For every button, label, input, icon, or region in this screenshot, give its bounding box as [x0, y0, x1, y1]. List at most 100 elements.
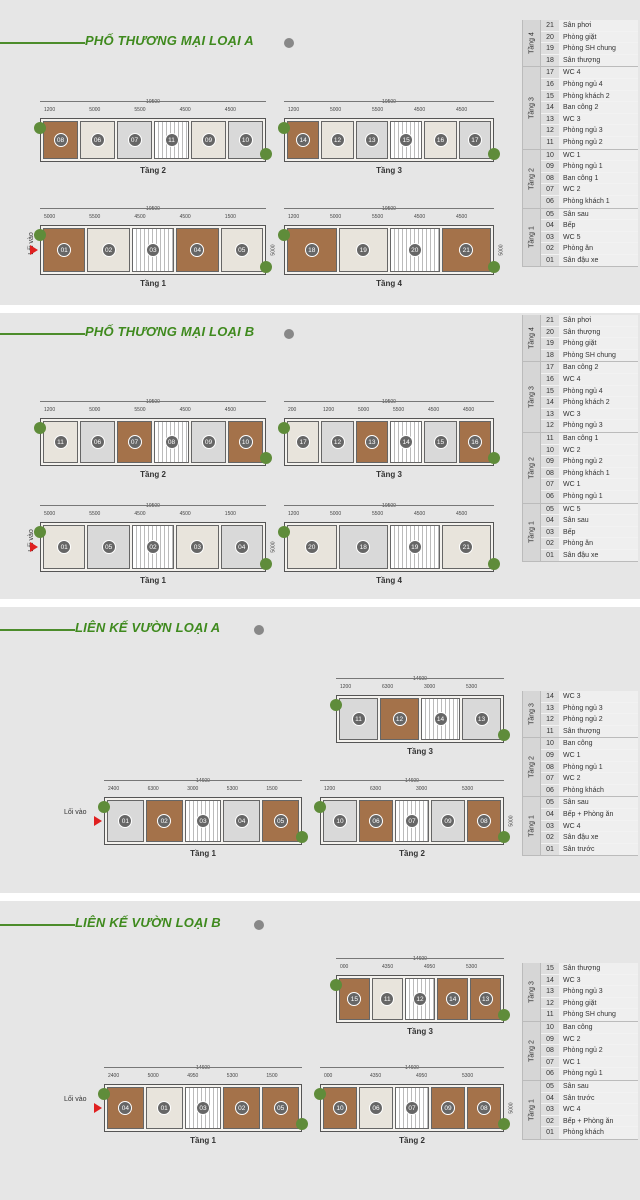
- entry-arrow-icon: [94, 1103, 102, 1113]
- dimension-value: 5500: [393, 407, 405, 413]
- dimension-total: 19500: [382, 206, 396, 212]
- dimension-total: 19500: [382, 99, 396, 105]
- dimension-total: 19500: [146, 99, 160, 105]
- legend-number: 11: [541, 725, 559, 738]
- floor-label: Tầng 3: [376, 166, 402, 175]
- dimension-value: 4500: [179, 107, 191, 113]
- dimension-total: 14600: [405, 1065, 419, 1071]
- floor-label: Tầng 2: [399, 849, 425, 858]
- room-number: 13: [364, 133, 379, 147]
- tree-icon: [488, 558, 500, 570]
- legend-number: 10: [541, 738, 559, 749]
- legend-room-name: WC 2: [559, 1033, 638, 1045]
- dimension-total: 19500: [382, 399, 396, 405]
- room: [339, 978, 370, 1020]
- entry-arrow-icon: [30, 245, 38, 255]
- legend-number: 07: [541, 1056, 559, 1068]
- dimension-value: 5000: [330, 511, 342, 517]
- floor-label: Tầng 4: [376, 279, 402, 288]
- dimension-value: 5500: [372, 214, 384, 220]
- legend-floor-label: Tầng 2: [528, 1040, 535, 1062]
- room-number: 05: [273, 814, 288, 828]
- tree-icon: [330, 699, 342, 711]
- dimension-value: 4950: [416, 1073, 428, 1079]
- legend-floor-label: Tầng 3: [528, 703, 535, 726]
- dimension-value: 5000: [89, 407, 101, 413]
- tree-icon: [260, 148, 272, 160]
- room-number: 01: [118, 814, 133, 828]
- room-number: 03: [196, 814, 210, 828]
- dimension-value: 1200: [323, 407, 335, 413]
- legend-room-name: Phòng giặt: [559, 31, 638, 43]
- legend-floor-label: Tầng 1: [528, 815, 535, 838]
- legend-room-name: Ban công 2: [559, 102, 638, 113]
- tree-icon: [498, 1009, 510, 1021]
- tree-icon: [278, 422, 290, 434]
- legend-room-name: Phòng ngủ 3: [559, 702, 638, 714]
- legend-room-name: WC 3: [559, 408, 638, 420]
- legend-floor-label: Tầng 1: [528, 1099, 535, 1121]
- dimension-value: 1500: [266, 786, 278, 792]
- section-title: PHỐ THƯƠNG MẠI LOẠI A: [85, 33, 254, 48]
- legend-number: 21: [541, 315, 559, 326]
- room-number: 18: [356, 540, 371, 554]
- legend-number: 15: [541, 385, 559, 397]
- tree-icon: [34, 526, 46, 538]
- dimension-value: 5300: [462, 1073, 474, 1079]
- legend-number: 01: [541, 1127, 559, 1139]
- legend-number: 17: [541, 362, 559, 373]
- tree-icon: [498, 1118, 510, 1130]
- legend-room-name: Phòng ngủ 4: [559, 78, 638, 90]
- dimension-value: 4500: [134, 511, 146, 517]
- room: [117, 121, 152, 159]
- side-dimension: 5000: [508, 1102, 515, 1114]
- tree-icon: [488, 148, 500, 160]
- room-number: 20: [304, 540, 319, 554]
- legend-number: 09: [541, 456, 559, 467]
- legend-room-name: Bếp: [559, 220, 638, 231]
- legend-number: 07: [541, 773, 559, 784]
- side-dimension: 5000: [270, 244, 277, 256]
- section-title: PHỐ THƯƠNG MẠI LOẠI B: [85, 324, 255, 339]
- dimension-value: 200: [288, 407, 297, 413]
- legend-number: 12: [541, 997, 559, 1009]
- room: [287, 525, 337, 569]
- title-dot-icon: [254, 920, 264, 930]
- title-dot-icon: [284, 38, 294, 48]
- room-number: 14: [445, 992, 460, 1006]
- tree-icon: [498, 831, 510, 843]
- legend-room-name: Sân sau: [559, 797, 638, 808]
